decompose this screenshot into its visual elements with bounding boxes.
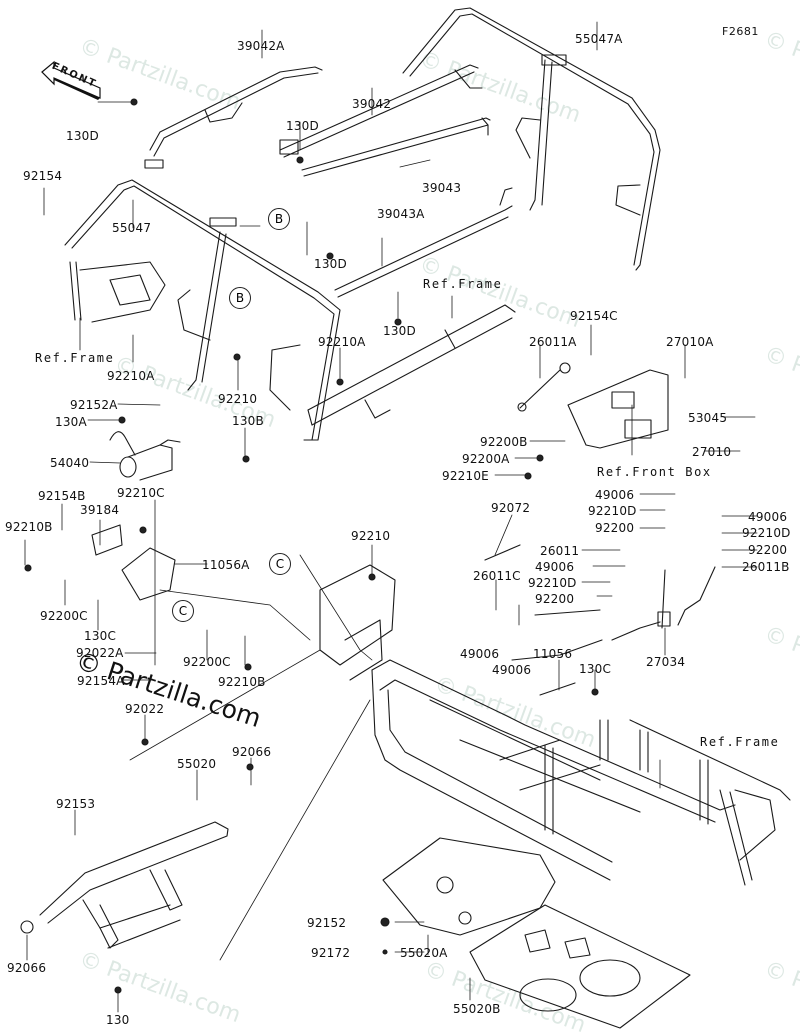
- roll-bar-55047a: [402, 7, 661, 271]
- part-label[interactable]: 39042: [352, 97, 392, 111]
- part-label[interactable]: 92154A: [77, 674, 125, 688]
- part-label[interactable]: 26011B: [742, 560, 790, 574]
- part-label[interactable]: 49006: [535, 560, 575, 574]
- part-label[interactable]: 26011C: [473, 569, 521, 583]
- part-label[interactable]: 92200: [595, 521, 635, 535]
- bumper-55020: [20, 821, 229, 949]
- part-label[interactable]: 92022: [125, 702, 165, 716]
- cross-bar-39043: [301, 117, 491, 177]
- part-label[interactable]: 92066: [7, 961, 47, 975]
- part-label[interactable]: 130C: [579, 662, 612, 676]
- part-label[interactable]: 26011: [540, 544, 580, 558]
- callout-c: C: [269, 553, 291, 575]
- side-bar-39042a: [144, 66, 323, 169]
- part-label[interactable]: 130D: [286, 119, 319, 133]
- part-label[interactable]: 92200: [748, 543, 788, 557]
- part-label[interactable]: 92210: [351, 529, 391, 543]
- skid-plate-55020b: [469, 904, 691, 1029]
- ref-front-box-label: Ref.Front Box: [597, 465, 712, 479]
- part-label[interactable]: 49006: [595, 488, 635, 502]
- brake-lines: [484, 544, 716, 696]
- part-label[interactable]: 92210D: [528, 576, 577, 590]
- cross-bar-39042: [279, 64, 483, 158]
- part-label[interactable]: 39043A: [377, 207, 425, 221]
- part-label[interactable]: 92210C: [117, 486, 165, 500]
- part-label[interactable]: 92210B: [5, 520, 53, 534]
- part-label[interactable]: 92152: [307, 916, 347, 930]
- part-label[interactable]: 92200B: [480, 435, 528, 449]
- part-label[interactable]: 55020B: [453, 1002, 501, 1016]
- part-label[interactable]: 92153: [56, 797, 96, 811]
- cross-bar-39043a: [334, 187, 513, 298]
- part-label[interactable]: 92022A: [76, 646, 124, 660]
- part-label[interactable]: 39184: [80, 503, 120, 517]
- part-label[interactable]: 92154C: [570, 309, 618, 323]
- part-label[interactable]: 39042A: [237, 39, 285, 53]
- callout-b: B: [229, 287, 251, 309]
- part-label[interactable]: 92152A: [70, 398, 118, 412]
- part-label[interactable]: 92200A: [462, 452, 510, 466]
- part-label[interactable]: 92172: [311, 946, 351, 960]
- ref-frame-label: Ref.Frame: [700, 735, 780, 749]
- part-label[interactable]: 130B: [232, 414, 264, 428]
- part-label[interactable]: 49006: [748, 510, 788, 524]
- part-label[interactable]: 92210: [218, 392, 258, 406]
- skid-plate-55020a: [382, 837, 556, 936]
- part-label[interactable]: 92210D: [588, 504, 637, 518]
- part-label[interactable]: 130: [106, 1013, 130, 1027]
- part-label[interactable]: 27010: [692, 445, 732, 459]
- part-label[interactable]: 49006: [492, 663, 532, 677]
- figure-id: F2681: [722, 25, 759, 38]
- part-label[interactable]: 54040: [50, 456, 90, 470]
- part-label[interactable]: 55020A: [400, 946, 448, 960]
- part-label[interactable]: 92200C: [183, 655, 231, 669]
- front-direction-arrow: [41, 60, 101, 100]
- part-label[interactable]: 27010A: [666, 335, 714, 349]
- frame-front-left: [69, 261, 166, 323]
- part-label[interactable]: 92210B: [218, 675, 266, 689]
- part-label[interactable]: 130D: [314, 257, 347, 271]
- part-label[interactable]: 11056: [533, 647, 573, 661]
- part-label[interactable]: 92210A: [107, 369, 155, 383]
- part-label[interactable]: 11056A: [202, 558, 250, 572]
- part-label[interactable]: 55047A: [575, 32, 623, 46]
- part-label[interactable]: 53045: [688, 411, 728, 425]
- fasteners: [24, 98, 599, 994]
- callout-b: B: [268, 208, 290, 230]
- part-label[interactable]: 55020: [177, 757, 217, 771]
- part-label[interactable]: 130D: [383, 324, 416, 338]
- part-label[interactable]: 92210D: [742, 526, 791, 540]
- ref-frame-label: Ref.Frame: [423, 277, 503, 291]
- part-label[interactable]: 92154: [23, 169, 63, 183]
- part-label[interactable]: 39043: [422, 181, 462, 195]
- part-label[interactable]: 130D: [66, 129, 99, 143]
- part-label[interactable]: 92200: [535, 592, 575, 606]
- part-label[interactable]: 49006: [460, 647, 500, 661]
- callout-c: C: [172, 600, 194, 622]
- frame-rail-mid: [307, 304, 516, 426]
- roll-bar-55047: [64, 179, 341, 441]
- bracket-11056a: [91, 524, 176, 601]
- part-label[interactable]: 92200C: [40, 609, 88, 623]
- ref-frame-label: Ref.Frame: [35, 351, 115, 365]
- part-label[interactable]: 92072: [491, 501, 531, 515]
- part-label[interactable]: 130A: [55, 415, 87, 429]
- dash-panel: [517, 362, 669, 449]
- part-label[interactable]: 92066: [232, 745, 272, 759]
- part-label[interactable]: 92210E: [442, 469, 489, 483]
- winch-54040: [109, 431, 181, 481]
- part-label[interactable]: 55047: [112, 221, 152, 235]
- part-label[interactable]: 130C: [84, 629, 117, 643]
- part-label[interactable]: 92154B: [38, 489, 86, 503]
- leader-lines: [24, 21, 758, 1013]
- part-label[interactable]: 27034: [646, 655, 686, 669]
- part-label[interactable]: 26011A: [529, 335, 577, 349]
- part-label[interactable]: 92210A: [318, 335, 366, 349]
